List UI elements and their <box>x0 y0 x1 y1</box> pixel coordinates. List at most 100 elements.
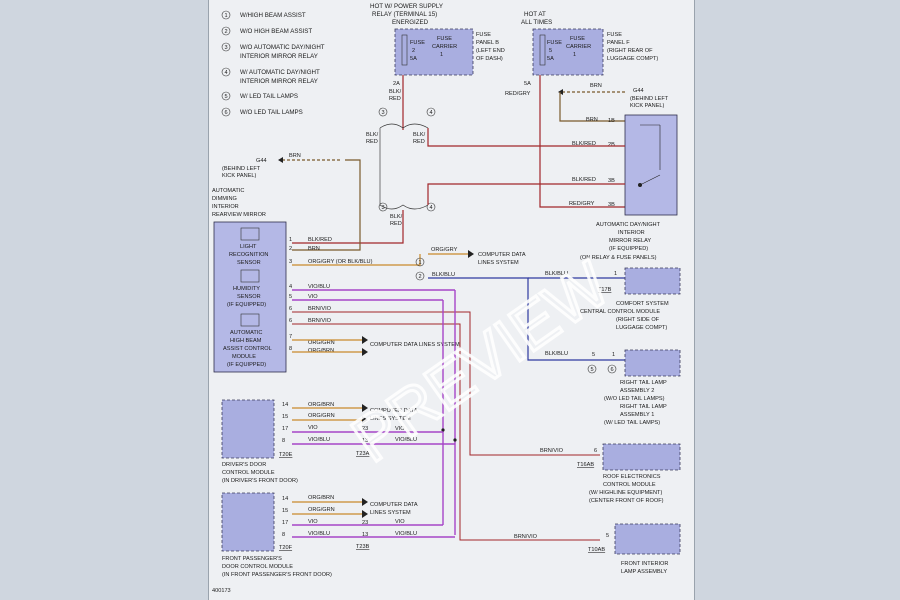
svg-text:LINES SYSTEM: LINES SYSTEM <box>478 260 519 266</box>
svg-text:5A: 5A <box>547 56 554 62</box>
taillamp-title: RIGHT TAIL LAMP <box>620 380 667 386</box>
svg-text:LIGHT: LIGHT <box>240 244 257 250</box>
svg-text:(BEHIND LEFT: (BEHIND LEFT <box>222 166 261 172</box>
svg-text:BLK/BLU: BLK/BLU <box>545 351 568 357</box>
svg-text:14: 14 <box>282 496 288 502</box>
svg-text:COMPUTER DATA: COMPUTER DATA <box>478 252 526 258</box>
svg-text:2: 2 <box>419 274 422 280</box>
svg-text:MODULE: MODULE <box>232 354 256 360</box>
svg-text:17: 17 <box>282 426 288 432</box>
svg-text:COMPUTER DATA: COMPUTER DATA <box>370 502 418 508</box>
svg-text:LINES SYSTEM: LINES SYSTEM <box>370 510 411 516</box>
hot-label: HOT AT <box>524 11 546 18</box>
svg-text:VIO: VIO <box>308 425 318 431</box>
svg-text:2: 2 <box>289 246 292 252</box>
svg-text:3B: 3B <box>608 202 615 208</box>
svg-text:BRN/VIO: BRN/VIO <box>540 448 564 454</box>
legend-item-3: W/O AUTOMATIC DAY/NIGHT <box>240 44 325 51</box>
front-lamp <box>614 523 681 555</box>
svg-text:BLK/BLU: BLK/BLU <box>545 271 568 277</box>
svg-text:4: 4 <box>225 70 228 76</box>
svg-text:6: 6 <box>594 448 597 454</box>
svg-text:MIRROR RELAY: MIRROR RELAY <box>609 238 651 244</box>
svg-text:6: 6 <box>289 318 292 324</box>
fuse5-amp: 5A <box>524 81 531 87</box>
svg-text:RED: RED <box>413 139 425 145</box>
svg-text:1: 1 <box>225 13 228 19</box>
svg-text:(RIGHT SIDE OF: (RIGHT SIDE OF <box>616 317 660 323</box>
svg-text:1: 1 <box>573 52 576 58</box>
svg-text:5: 5 <box>289 294 292 300</box>
svg-text:VIO/BLU: VIO/BLU <box>395 531 417 537</box>
legend-item-1: W/HIGH BEAM ASSIST <box>240 12 306 19</box>
svg-text:3: 3 <box>225 45 228 51</box>
svg-text:ORG/GRY: ORG/GRY <box>431 247 458 253</box>
svg-text:KICK PANEL): KICK PANEL) <box>222 173 257 179</box>
svg-text:CARRIER: CARRIER <box>432 44 457 50</box>
svg-text:PANEL F: PANEL F <box>607 40 630 46</box>
svg-text:INTERIOR MIRROR RELAY: INTERIOR MIRROR RELAY <box>240 53 318 60</box>
svg-text:23: 23 <box>362 520 368 526</box>
svg-text:1B: 1B <box>608 118 615 124</box>
svg-text:VIO/BLU: VIO/BLU <box>395 437 417 443</box>
svg-text:AUTOMATIC: AUTOMATIC <box>230 330 262 336</box>
svg-text:VIO/BLU: VIO/BLU <box>308 284 330 290</box>
svg-text:BLK/BLU: BLK/BLU <box>432 272 455 278</box>
svg-text:ORG/GRN: ORG/GRN <box>308 340 335 346</box>
svg-text:T17B: T17B <box>598 287 612 293</box>
svg-text:(IF EQUIPPED): (IF EQUIPPED) <box>227 302 266 308</box>
svg-text:ASSIST CONTROL: ASSIST CONTROL <box>223 346 272 352</box>
svg-text:17: 17 <box>282 520 288 526</box>
svg-text:HUMIDITY: HUMIDITY <box>233 286 260 292</box>
svg-text:BLK/: BLK/ <box>413 132 426 138</box>
svg-text:3: 3 <box>382 110 385 116</box>
svg-text:BLK/: BLK/ <box>389 89 402 95</box>
svg-text:ALL TIMES: ALL TIMES <box>521 19 552 26</box>
svg-text:T23B: T23B <box>356 544 370 550</box>
svg-text:LAMP ASSEMBLY: LAMP ASSEMBLY <box>621 569 667 575</box>
svg-text:RED/GRY: RED/GRY <box>505 91 531 97</box>
svg-text:RED: RED <box>390 221 402 227</box>
svg-text:15: 15 <box>282 508 288 514</box>
svg-text:8: 8 <box>282 438 285 444</box>
svg-text:BRN/VIO: BRN/VIO <box>308 318 332 324</box>
svg-text:ORG/GRY (OR BLK/BLU): ORG/GRY (OR BLK/BLU) <box>308 259 373 265</box>
relay-label: HOT W/ POWER SUPPLY <box>370 3 443 10</box>
svg-text:SENSOR: SENSOR <box>237 260 261 266</box>
svg-text:(LEFT END: (LEFT END <box>476 48 505 54</box>
svg-text:ORG/BRN: ORG/BRN <box>308 348 334 354</box>
svg-text:FUSE: FUSE <box>570 36 585 42</box>
svg-text:CONTROL MODULE: CONTROL MODULE <box>603 482 656 488</box>
svg-text:DOOR CONTROL MODULE: DOOR CONTROL MODULE <box>222 564 293 570</box>
svg-text:T23A: T23A <box>356 451 370 457</box>
svg-text:5: 5 <box>606 533 609 539</box>
svg-text:5A: 5A <box>410 56 417 62</box>
svg-text:VIO: VIO <box>308 294 318 300</box>
svg-text:CARRIER: CARRIER <box>566 44 591 50</box>
svg-text:1: 1 <box>612 352 615 358</box>
svg-text:8: 8 <box>282 532 285 538</box>
svg-text:RIGHT TAIL LAMP: RIGHT TAIL LAMP <box>620 404 667 410</box>
svg-text:BLK/RED: BLK/RED <box>572 177 596 183</box>
svg-text:RELAY (TERMINAL 15): RELAY (TERMINAL 15) <box>372 11 437 18</box>
svg-text:FRONT PASSENGER'S: FRONT PASSENGER'S <box>222 556 282 562</box>
svg-text:(IF EQUIPPED): (IF EQUIPPED) <box>609 246 648 252</box>
fuse2-amp: 2A <box>393 81 400 87</box>
svg-text:BLK/: BLK/ <box>366 132 379 138</box>
taillamp-module <box>624 349 681 377</box>
relay-module-title: AUTOMATIC DAY/NIGHT <box>596 222 661 228</box>
svg-text:7: 7 <box>289 334 292 340</box>
svg-text:13: 13 <box>362 438 368 444</box>
figure-id: 400173 <box>212 588 231 594</box>
svg-text:BRN/VIO: BRN/VIO <box>514 534 538 540</box>
svg-text:5: 5 <box>225 94 228 100</box>
svg-text:LUGGAGE COMPT): LUGGAGE COMPT) <box>616 325 667 331</box>
svg-text:T20F: T20F <box>279 545 293 551</box>
svg-text:T20E: T20E <box>279 452 293 458</box>
svg-text:1: 1 <box>419 260 422 266</box>
svg-text:8: 8 <box>289 346 292 352</box>
svg-text:5: 5 <box>592 352 595 358</box>
preview-watermark: PREVIEW <box>339 247 623 476</box>
